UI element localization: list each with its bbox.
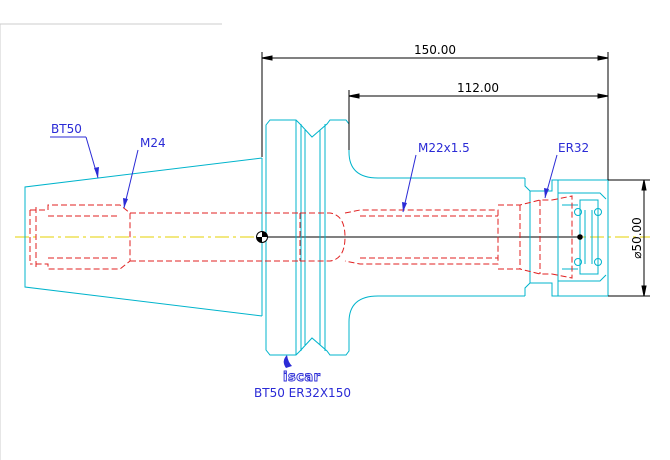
callout-internal-thread: M22x1.5 — [418, 141, 470, 155]
sheet-border — [0, 23, 222, 460]
dimension-gauge-length — [348, 90, 609, 180]
center-mark-icon — [577, 234, 583, 240]
callout-arrowheads — [94, 167, 549, 212]
diameter-label: ⌀50.00 — [630, 217, 644, 259]
logo-flame-icon — [283, 355, 292, 368]
overall-length-label: 150.00 — [414, 43, 456, 57]
hidden-lines — [29, 195, 573, 279]
taper-shank — [24, 157, 263, 317]
center-mark-icon — [256, 231, 268, 243]
callout-drawbar-thread: M24 — [140, 136, 166, 150]
tool-outline — [24, 119, 609, 356]
part-title: BT50 ER32X150 — [254, 386, 351, 400]
callout-collet: ER32 — [558, 141, 589, 155]
flange-top — [265, 119, 350, 158]
logo: iscar — [283, 370, 321, 385]
dimension-diameter — [608, 179, 650, 297]
flange-bottom — [265, 316, 350, 356]
gauge-length-label: 112.00 — [457, 81, 499, 95]
dimension-overall-length — [261, 52, 609, 180]
callout-taper: BT50 — [51, 122, 82, 136]
